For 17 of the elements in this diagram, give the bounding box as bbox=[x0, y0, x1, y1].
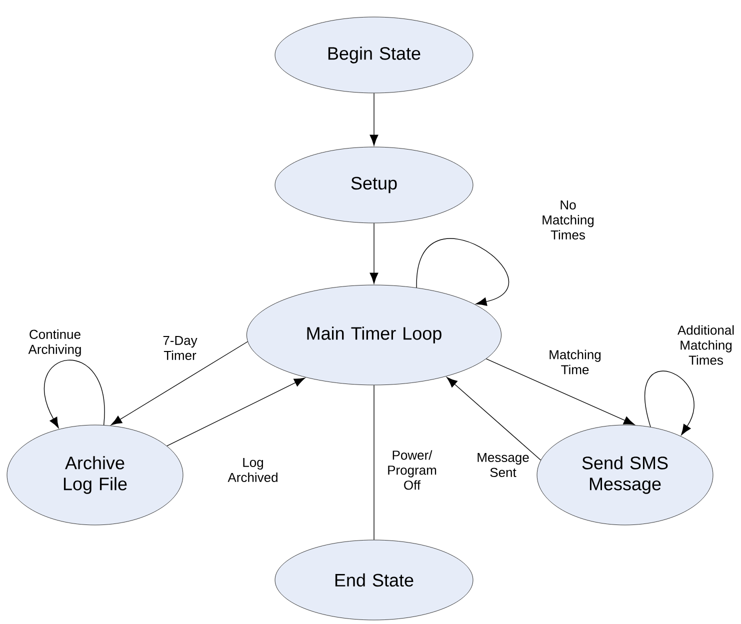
arrow bbox=[111, 341, 248, 426]
arrow bbox=[416, 238, 508, 306]
edge-label: No Matching Times bbox=[542, 200, 594, 240]
edge-label: Matching Time bbox=[550, 350, 601, 374]
arrow bbox=[486, 358, 635, 425]
arrow bbox=[446, 377, 542, 460]
arrow bbox=[166, 378, 306, 446]
arrow bbox=[644, 370, 694, 436]
edge-label: Continue Archiving bbox=[28, 329, 81, 357]
edge-label: Additional Matching Times bbox=[678, 325, 734, 365]
edge-label: Message Sent bbox=[478, 452, 529, 478]
arrow bbox=[44, 360, 105, 428]
arrow bbox=[370, 222, 378, 284]
arrow bbox=[370, 92, 378, 146]
edge-label: 7-Day Timer bbox=[163, 336, 198, 360]
edge-label: Power/ Program Off bbox=[388, 450, 436, 490]
edge-label: Log Archived bbox=[228, 458, 278, 482]
